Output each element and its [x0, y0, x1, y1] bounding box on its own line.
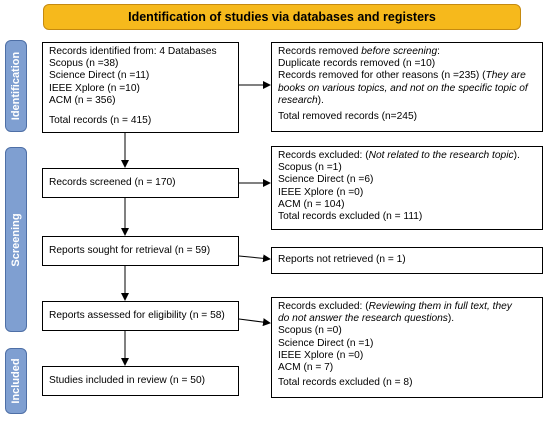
excluded2-total: Total records excluded (n = 8) [278, 377, 413, 389]
excluded2-acm: ACM (n = 7) [278, 362, 334, 374]
records-identified-box: Records identified from: 4 Databases Sco… [42, 42, 239, 133]
excluded1-sciencedirect: Science Direct (n =6) [278, 174, 374, 186]
assessed-label: Reports assessed for eligibility (n = 58… [49, 309, 225, 321]
records-screened-box: Records screened (n = 170) [42, 168, 239, 198]
excluded1-ieee: IEEE Xplore (n =0) [278, 186, 364, 198]
excluded2-title: Records excluded: (Reviewing them in ful… [278, 301, 512, 312]
records-excluded-box: Records excluded: (Not related to the re… [271, 146, 543, 230]
arrow-assessed-to-excluded [238, 318, 271, 327]
included-label: Studies included in review (n = 50) [49, 374, 206, 386]
stage-included: Included [5, 348, 27, 414]
identified-total: Total records (n = 415) [49, 115, 152, 127]
stage-screening: Screening [5, 147, 27, 332]
reports-not-retrieved-box: Reports not retrieved (n = 1) [271, 247, 543, 274]
not-retrieved-label: Reports not retrieved (n = 1) [278, 254, 406, 266]
identified-acm: ACM (n = 356) [49, 94, 116, 106]
removed-title: Records removed before screening: [278, 46, 440, 57]
excluded1-scopus: Scopus (n =1) [278, 162, 342, 174]
identified-sciencedirect: Science Direct (n =11) [49, 70, 150, 82]
removed-total: Total removed records (n=245) [278, 111, 418, 123]
reports-assessed-box: Reports assessed for eligibility (n = 58… [42, 301, 239, 331]
diagram-title: Identification of studies via databases … [43, 4, 521, 30]
excluded1-total: Total records excluded (n = 111) [278, 211, 423, 223]
identified-scopus: Scopus (n =38) [49, 58, 119, 70]
stage-identification: Identification [5, 40, 27, 132]
excluded2-ieee: IEEE Xplore (n =0) [278, 349, 364, 361]
excluded2-title-cont: do not answer the research questions). [278, 313, 455, 325]
removed-other-reasons: Records removed for other reasons (n =23… [278, 70, 526, 82]
studies-included-box: Studies included in review (n = 50) [42, 366, 239, 396]
excluded1-acm: ACM (n = 104) [278, 198, 345, 210]
reports-sought-box: Reports sought for retrieval (n = 59) [42, 236, 239, 266]
records-excluded-fulltext-box: Records excluded: (Reviewing them in ful… [271, 297, 543, 398]
removed-duplicates: Duplicate records removed (n =10) [278, 58, 436, 70]
arrow-sought-to-not-retrieved [238, 254, 271, 263]
removed-other-reasons-end: research). [278, 94, 324, 106]
records-removed-box: Records removed before screening: Duplic… [271, 42, 543, 132]
removed-other-reasons-cont: books on various topics, and not on the … [278, 82, 528, 94]
identified-title: Records identified from: 4 Databases [49, 46, 217, 57]
screened-label: Records screened (n = 170) [49, 176, 176, 188]
excluded1-title: Records excluded: (Not related to the re… [278, 150, 520, 161]
excluded2-scopus: Scopus (n =0) [278, 325, 342, 337]
sought-label: Reports sought for retrieval (n = 59) [49, 244, 211, 256]
excluded2-sciencedirect: Science Direct (n =1) [278, 337, 374, 349]
identified-ieee: IEEE Xplore (n =10) [49, 82, 140, 94]
